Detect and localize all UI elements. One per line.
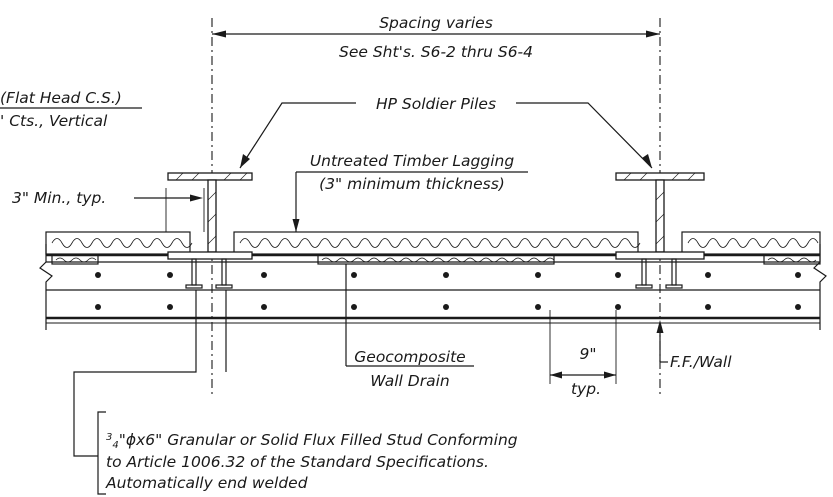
lagging-label: Untreated Timber Lagging	[310, 152, 515, 170]
wall-face-lines	[46, 253, 820, 324]
stud-fraction-numerator: 3	[106, 432, 112, 443]
weld-studs-right	[635, 258, 683, 289]
lagging-thickness-label: (3" minimum thickness)	[319, 175, 505, 193]
spacing-dimension	[212, 30, 660, 38]
break-line-left	[39, 244, 53, 330]
hp-pile-right	[615, 172, 705, 260]
rebar-spacing-label: 9"	[580, 345, 597, 363]
min-clearance-dimension	[134, 188, 205, 232]
flat-head-note: (Flat Head C.S.)	[0, 89, 122, 107]
hp-pile-left	[167, 172, 253, 260]
geocomposite-label: Geocomposite	[354, 348, 465, 366]
stud-fraction-denominator: 4	[112, 440, 118, 451]
stud-note-line1: 34"ϕx6" Granular or Solid Flux Filled St…	[106, 431, 518, 451]
rebar-spacing-dimension	[549, 310, 617, 384]
face-wall-label: F.F./Wall	[670, 353, 732, 371]
geocomposite-drain-strips	[51, 254, 821, 265]
spacing-reference: See Sht's. S6-2 thru S6-4	[339, 43, 533, 61]
rebar-spacing-typ: typ.	[571, 380, 601, 398]
rebar-row-upper	[95, 272, 801, 278]
lagging-leader	[292, 172, 300, 232]
min-clearance-label: 3" Min., typ.	[12, 189, 106, 207]
flat-head-spacing-note: ' Cts., Vertical	[0, 112, 108, 130]
stud-callout-bracket	[73, 290, 227, 495]
spacing-title: Spacing varies	[379, 14, 493, 32]
geocomposite-leader	[345, 264, 474, 367]
soldier-piles-label: HP Soldier Piles	[376, 95, 496, 113]
soldier-piles-leaders	[239, 102, 653, 169]
face-wall-leader	[656, 320, 668, 363]
timber-lagging-boards	[45, 231, 821, 255]
stud-note-line2: to Article 1006.32 of the Standard Speci…	[106, 453, 489, 471]
stud-note-line3: Automatically end welded	[105, 474, 308, 492]
wall-drain-label: Wall Drain	[370, 372, 449, 390]
stud-note-line1-text: "ϕx6" Granular or Solid Flux Filled Stud…	[119, 431, 518, 449]
weld-studs-left	[185, 258, 233, 289]
rebar-row-lower	[95, 304, 801, 310]
